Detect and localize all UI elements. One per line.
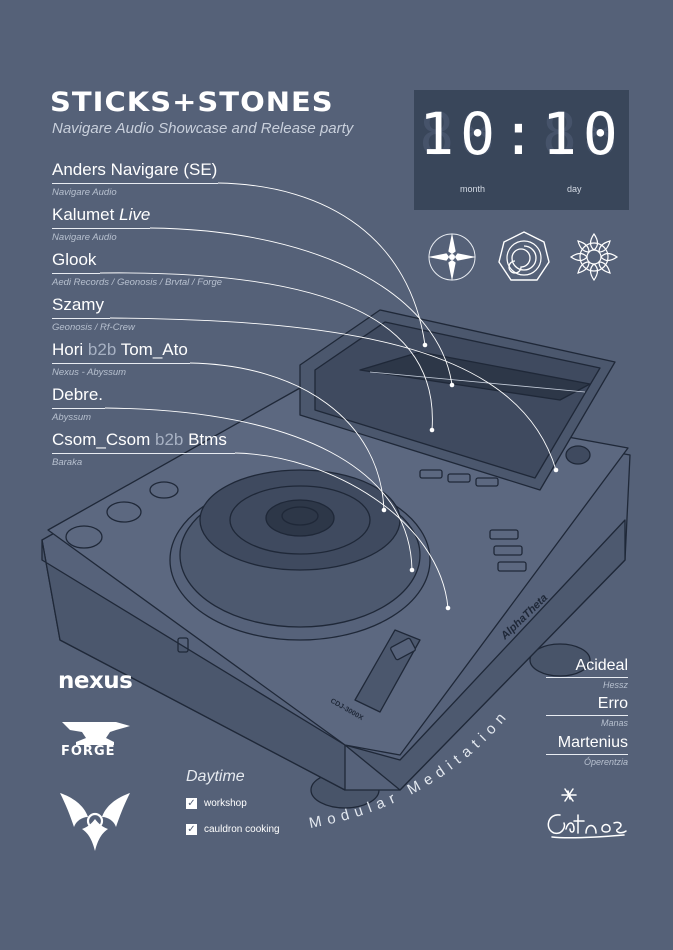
artist-rule [52,183,218,184]
clock-separator: : [501,100,542,168]
modular-artist: Erro Manas [546,694,628,728]
artist-label: Abyssum [52,412,92,423]
daytime-item: ✓ cauldron cooking [186,824,280,835]
lineup-item: Glook Aedi Records / Geonosis / Brvtal /… [52,250,223,288]
artist-label: Aedi Records / Geonosis / Brvtal / Forge [52,277,223,288]
modular-artist-name: Martenius [557,734,628,751]
compass-star-icon [428,233,476,281]
lineup-item: Anders Navigare (SE) Navigare Audio [52,160,218,198]
artist-name: Csom_Csom [52,430,151,449]
b2b-connector: b2b [154,430,184,449]
checkbox-checked-icon: ✓ [186,824,197,835]
modular-artist-rule [546,754,628,755]
month-value: 10 [419,100,502,168]
artist-rule [52,408,105,409]
artist-name: Szamy [52,295,104,314]
spiral-mandala-icon [498,231,550,281]
clock-ghost-digits: 88 88 [419,100,624,168]
artist-label: Navigare Audio [52,187,117,198]
lineup-item: Debre. Abyssum [52,385,105,423]
artist-suffix: Live [119,205,151,224]
artist-rule [52,228,150,229]
modular-artist: Martenius Óperentzia [546,733,628,767]
modular-artist-label: Hessz [602,680,628,690]
anvil-icon [62,722,130,745]
svg-text:Modular Meditation: Modular Meditation [308,705,514,832]
tri-blade-icon [60,793,130,851]
artist-name: Hori [52,340,84,359]
lotus-mandala-icon [569,232,619,282]
daytime-item-label: cauldron cooking [204,824,280,836]
artist-rule [52,363,190,364]
artist-label: Navigare Audio [52,232,117,243]
clock-digits: 10:10 [414,104,629,164]
artist-rule [52,273,100,274]
event-subtitle: Navigare Audio Showcase and Release part… [52,120,354,137]
modular-artist: Acideal Hessz [546,656,628,690]
date-clock: 88 88 10:10 month day [414,90,629,210]
month-caption: month [460,184,486,194]
day-value: 10 [541,100,624,168]
daytime-item-label: workshop [204,798,247,810]
nexus-logo: nexus [58,668,133,694]
artist-label: Nexus - Abyssum [52,367,127,378]
forge-logo-text: FORGE [61,744,116,759]
lineup-item: Hori b2b Tom_Ato Nexus - Abyssum [52,340,190,378]
artist-name: Glook [52,250,97,269]
event-title: STICKS+STONES [50,86,334,118]
lineup-item: Kalumet Live Navigare Audio [52,205,150,243]
day-caption: day [567,184,582,194]
artist-rule [52,453,235,454]
modular-artist-rule [546,715,628,716]
modular-artist-name: Acideal [575,657,628,674]
lineup-item: Csom_Csom b2b Btms Baraka [52,430,235,468]
catnos-signature-logo [547,788,627,839]
artist-name: Anders Navigare (SE) [52,160,218,179]
artist-label: Baraka [52,457,83,468]
artist-name-2: Tom_Ato [120,340,188,359]
checkbox-checked-icon: ✓ [186,798,197,809]
modular-artist-rule [546,677,628,678]
artist-name-2: Btms [188,430,227,449]
artist-name: Kalumet [52,205,115,224]
modular-artist-label: Manas [600,718,628,728]
artist-name: Debre. [52,385,104,404]
modular-artist-label: Óperentzia [583,757,628,767]
b2b-connector: b2b [87,340,117,359]
modular-artist-name: Erro [597,695,628,712]
arc-text-path: Modular Meditation [308,705,508,832]
daytime-item: ✓ workshop [186,798,247,809]
artist-label: Geonosis / Rf-Crew [52,322,135,333]
daytime-title: Daytime [186,768,245,785]
artist-rule [52,318,110,319]
lineup-item: Szamy Geonosis / Rf-Crew [52,295,135,333]
